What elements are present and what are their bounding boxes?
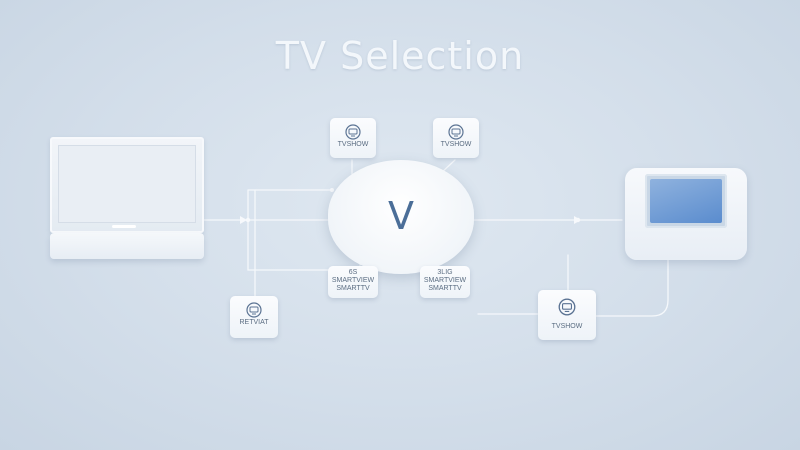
right-device-screen (645, 174, 727, 228)
arrow-head (574, 216, 581, 224)
node-mid-left[interactable]: 6S SMARTVIEW SMARTTV (328, 266, 378, 298)
node-bottom-left[interactable]: RETVIAT (230, 296, 278, 338)
tv-icon (345, 124, 361, 140)
right-display-device (625, 168, 747, 260)
node-label: TVSHOW (551, 323, 583, 330)
tv-icon (448, 124, 464, 140)
link-left-bracket (247, 189, 333, 271)
tv-icon (558, 298, 576, 316)
hub-v-logo: V (388, 194, 414, 238)
arrow-head (240, 216, 247, 224)
left-monitor-base (50, 233, 204, 259)
node-label-line: SMARTTV (336, 285, 370, 292)
tv-icon (246, 302, 262, 318)
node-label: RETVIAT (239, 319, 269, 326)
left-monitor (50, 137, 204, 261)
node-bottom-right[interactable]: TVSHOW (538, 290, 596, 340)
left-monitor-screen (50, 137, 204, 233)
junction-dot (245, 217, 251, 223)
node-label-line: SMARTVIEW (423, 277, 467, 284)
node-label-top: 6S (348, 269, 358, 276)
node-label: TVSHOW (440, 141, 472, 148)
node-top-left[interactable]: TVSHOW (330, 118, 376, 158)
diagram-title: TV Selection (275, 34, 525, 78)
node-label: TVSHOW (337, 141, 369, 148)
node-top-right[interactable]: TVSHOW (433, 118, 479, 158)
node-label-top: 3LIG (437, 269, 453, 276)
node-label-line: SMARTTV (428, 285, 462, 292)
central-hub[interactable]: V (328, 160, 474, 274)
left-monitor-button (112, 225, 136, 228)
node-label-line: SMARTVIEW (331, 277, 375, 284)
junction-dot (330, 188, 334, 192)
link-device-down (595, 259, 669, 317)
node-mid-right[interactable]: 3LIG SMARTVIEW SMARTTV (420, 266, 470, 298)
